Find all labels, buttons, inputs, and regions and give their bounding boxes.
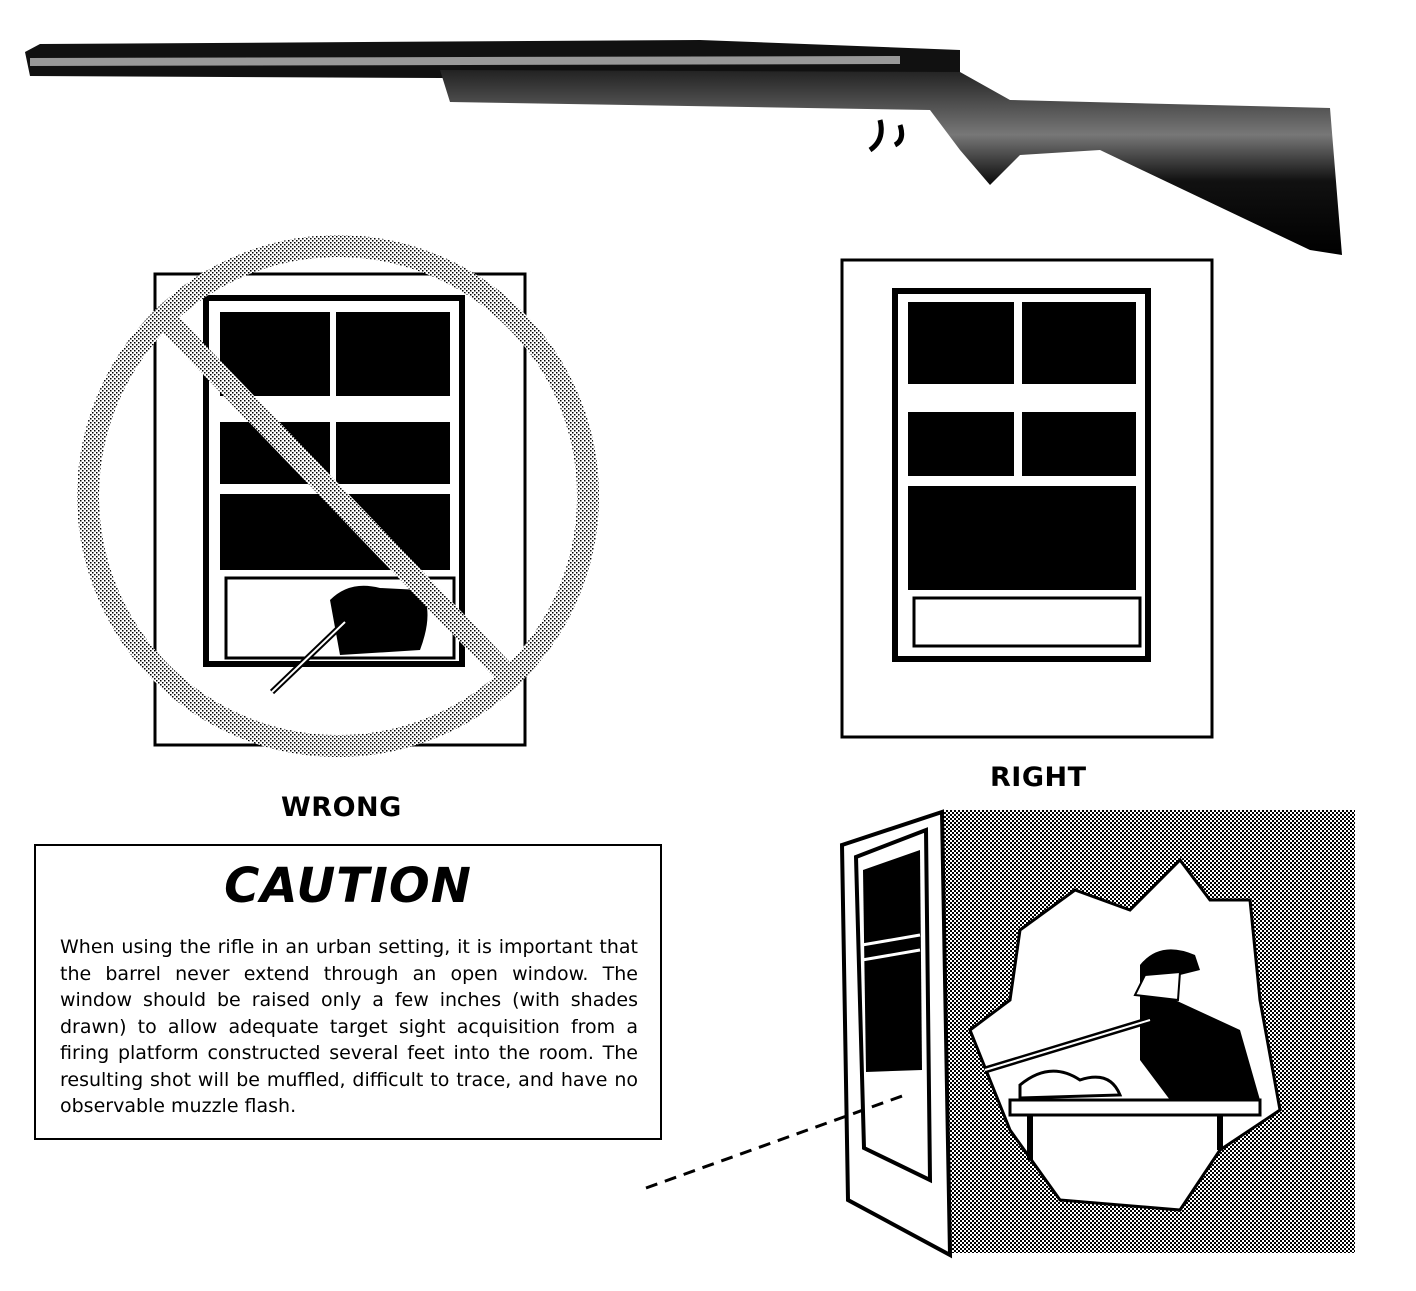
caution-title: CAUTION xyxy=(224,858,472,914)
right-label: RIGHT xyxy=(990,762,1087,793)
right-window-illustration xyxy=(840,258,1214,739)
wrong-window-illustration xyxy=(77,235,599,757)
caution-box: CAUTION When using the rifle in an urban… xyxy=(34,844,662,1140)
rifle-image xyxy=(25,40,1342,255)
wrong-label: WRONG xyxy=(281,792,402,823)
room-shooter-illustration xyxy=(645,809,1355,1259)
caution-text: When using the rifle in an urban setting… xyxy=(60,936,638,1117)
